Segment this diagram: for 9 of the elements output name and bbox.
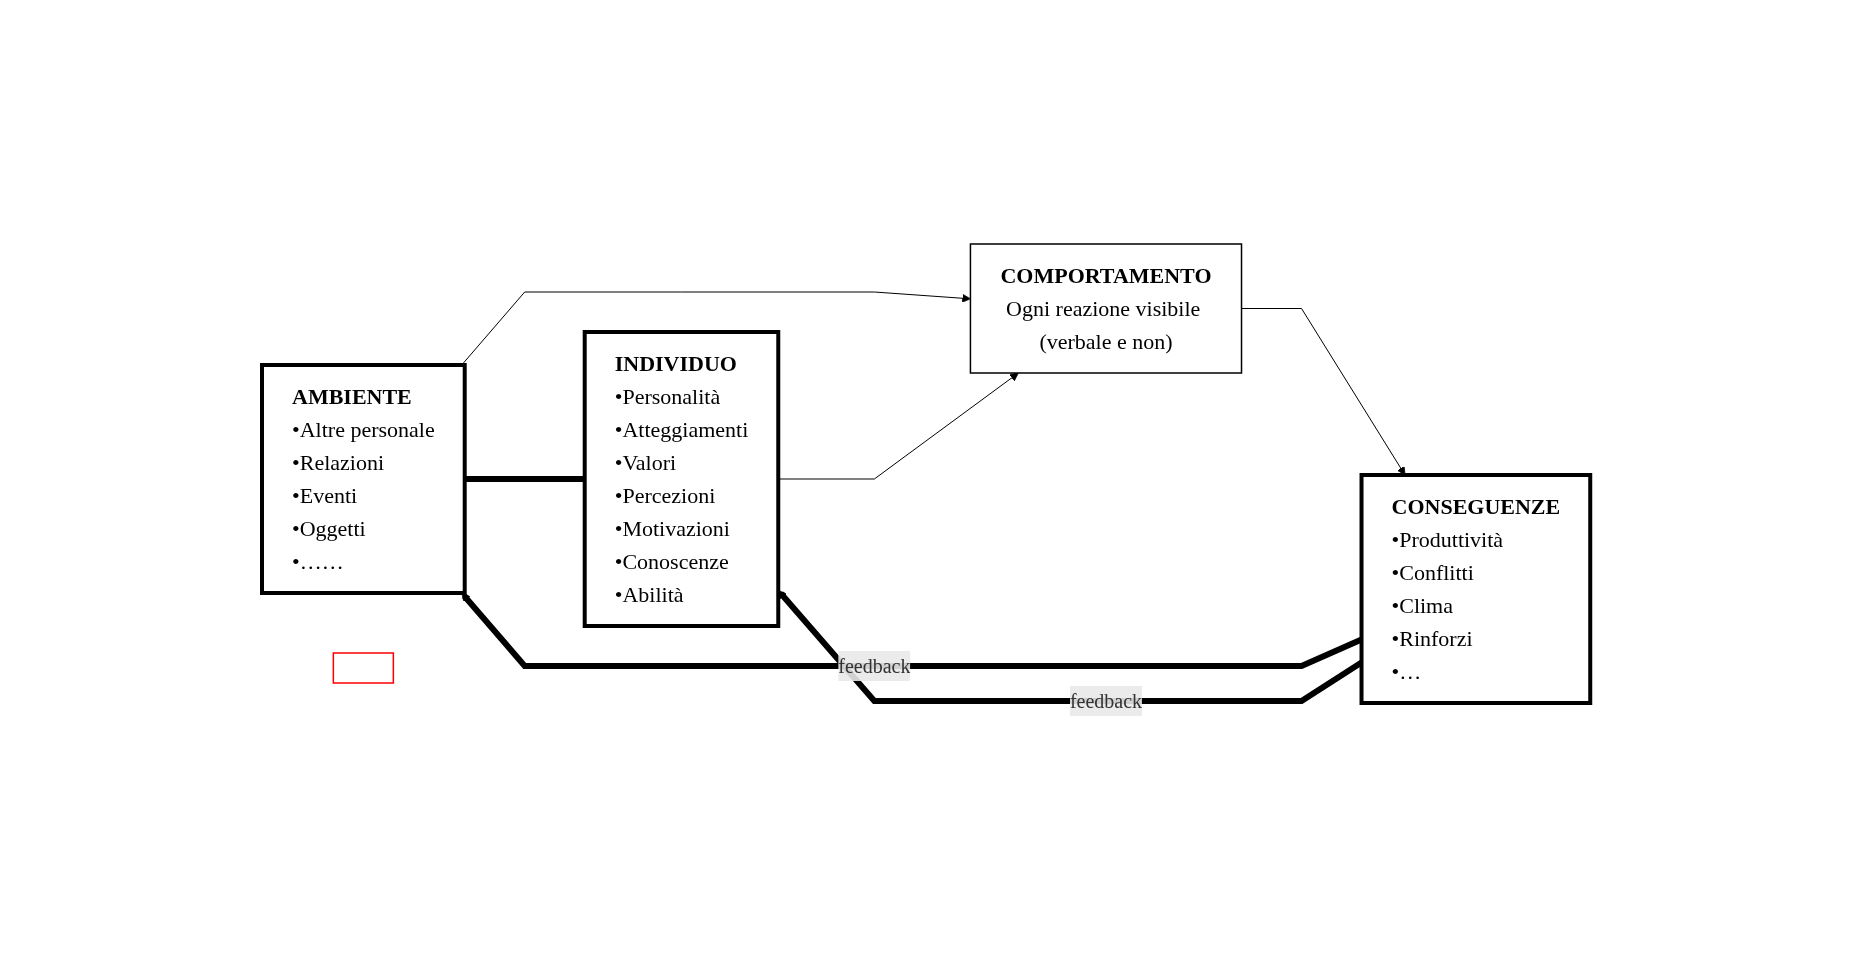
node-box — [332, 652, 394, 684]
node-box: AMBIENTE •Altre personale •Relazioni •Eventi •Oggetti •…… — [259, 363, 467, 595]
edge-label: feedback — [1069, 690, 1142, 712]
connector — [464, 476, 585, 482]
node-box: COMPORTAMENTO Ogni reazione visibile (verbale e non) — [969, 243, 1243, 374]
node-box: INDIVIDUO •Personalità •Atteggiamenti •Valori •Percezioni •Motivazioni •Conoscenze •Abilità — [582, 330, 781, 628]
node-box: CONSEGUENZE •Produttività •Conflitti •Clima •Rinforzi •… — [1359, 473, 1593, 705]
arrow — [461, 291, 971, 366]
edge-label: feedback — [838, 655, 911, 677]
